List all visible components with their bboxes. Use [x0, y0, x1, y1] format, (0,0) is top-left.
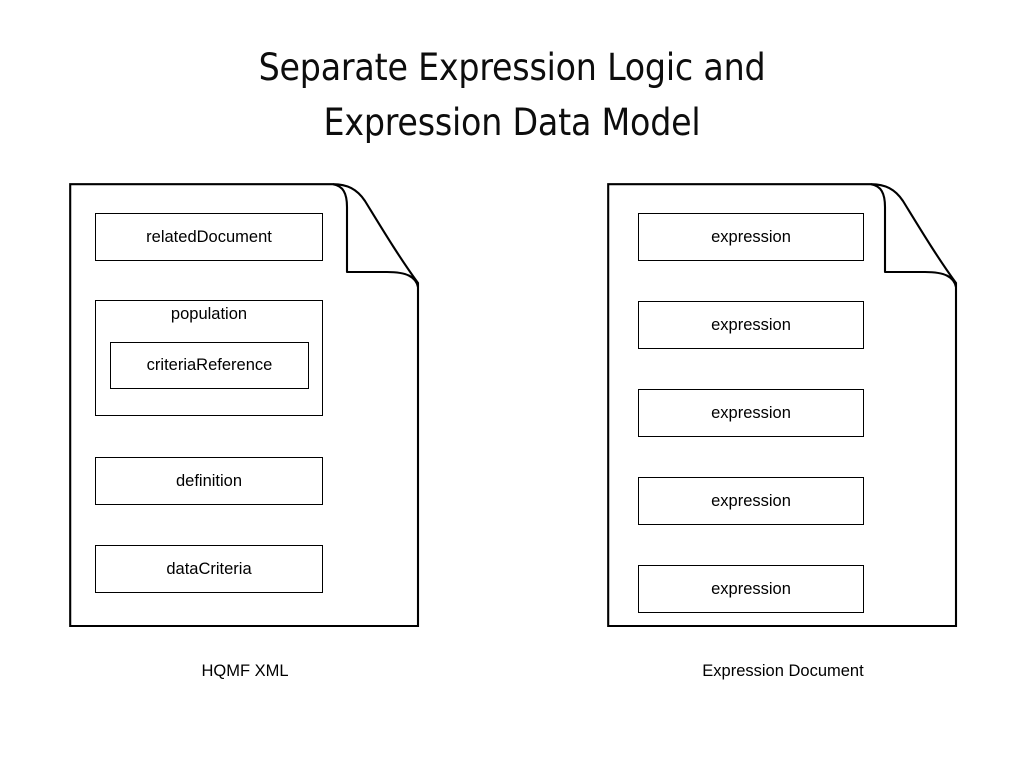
node-label: population	[170, 305, 248, 323]
node-expression[interactable]: expression	[638, 565, 864, 613]
node-population[interactable]: population criteriaReference	[95, 300, 323, 416]
node-label: dataCriteria	[166, 559, 252, 578]
document-caption-expression-document: Expression Document	[702, 662, 864, 680]
document-expression-document: expression expression expression express…	[607, 183, 959, 629]
node-expression[interactable]: expression	[638, 477, 864, 525]
node-label: relatedDocument	[146, 227, 272, 246]
node-label: expression	[711, 403, 791, 422]
node-label: expression	[711, 315, 791, 334]
node-definition[interactable]: definition	[95, 457, 323, 505]
node-label: expression	[711, 491, 791, 510]
node-criteriareference[interactable]: criteriaReference	[110, 342, 309, 389]
node-label: expression	[711, 579, 791, 598]
node-label: expression	[711, 227, 791, 246]
node-relateddocument[interactable]: relatedDocument	[95, 213, 323, 261]
node-datacriteria[interactable]: dataCriteria	[95, 545, 323, 593]
node-label: definition	[175, 471, 243, 490]
node-expression[interactable]: expression	[638, 301, 864, 349]
node-expression[interactable]: expression	[638, 213, 864, 261]
node-expression[interactable]: expression	[638, 389, 864, 437]
document-hqmf-xml: relatedDocument population criteriaRefer…	[69, 183, 421, 629]
document-caption-hqmf-xml: HQMF XML	[201, 662, 289, 680]
node-label: criteriaReference	[146, 356, 273, 375]
page-title: Separate Expression Logic and Expression…	[258, 46, 766, 144]
